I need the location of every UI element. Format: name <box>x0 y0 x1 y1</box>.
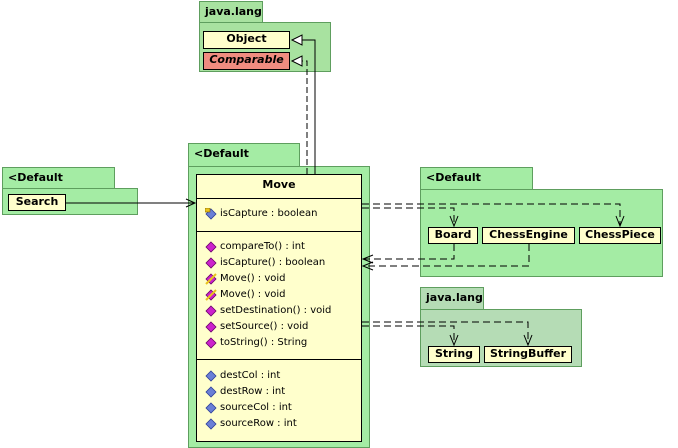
dependency-board-move <box>361 244 455 264</box>
method-label: isCapture() : boolean <box>220 257 326 268</box>
dependency-move-string <box>362 325 459 347</box>
field-icon <box>205 417 217 430</box>
field-label: destCol : int <box>220 370 281 381</box>
package-tab-java-lang-top: java.lang <box>199 1 263 22</box>
realization-move-comparable <box>290 55 308 174</box>
field-icon <box>205 401 217 414</box>
method-label: compareTo() : int <box>220 241 305 252</box>
method-label: setDestination() : void <box>220 305 332 316</box>
method-label: setSource() : void <box>220 321 309 332</box>
method-icon <box>205 240 217 253</box>
field-label: sourceRow : int <box>220 418 297 429</box>
dependency-move-stringbuffer <box>362 321 533 347</box>
method-icon <box>205 304 217 317</box>
constructor-move-2[interactable]: Move() : void <box>205 287 286 303</box>
method-icon <box>205 336 217 349</box>
class-board[interactable]: Board <box>428 227 478 244</box>
generalization-move-object <box>290 34 316 174</box>
attribute-icon <box>204 207 217 220</box>
method-label: Move() : void <box>220 273 286 284</box>
field-destcol[interactable]: destCol : int <box>205 368 280 384</box>
method-icon <box>205 256 217 269</box>
method-label: toString() : String <box>220 337 308 348</box>
constructor-icon <box>205 288 217 301</box>
class-chesspiece[interactable]: ChessPiece <box>579 227 661 244</box>
class-chessengine[interactable]: ChessEngine <box>482 227 575 244</box>
divider <box>197 359 361 360</box>
method-setdestination[interactable]: setDestination() : void <box>205 303 331 319</box>
class-search[interactable]: Search <box>8 194 66 211</box>
constructor-icon <box>205 272 217 285</box>
divider <box>197 198 361 199</box>
class-stringbuffer[interactable]: StringBuffer <box>484 346 572 363</box>
divider <box>197 231 361 232</box>
field-sourcecol[interactable]: sourceCol : int <box>205 400 292 416</box>
dependency-chessengine-move <box>361 244 530 271</box>
class-comparable[interactable]: Comparable <box>203 52 290 70</box>
class-move[interactable]: Move isCapture : boolean compareTo() : i… <box>196 174 362 442</box>
dependency-move-chesspiece <box>362 203 625 228</box>
field-icon <box>205 385 217 398</box>
field-sourcerow[interactable]: sourceRow : int <box>205 416 297 432</box>
method-setsource[interactable]: setSource() : void <box>205 319 308 335</box>
field-label: destRow : int <box>220 386 286 397</box>
class-object[interactable]: Object <box>203 31 290 49</box>
dependency-move-board <box>362 207 459 228</box>
field-label: sourceCol : int <box>220 402 292 413</box>
association-search-move <box>66 198 197 208</box>
field-icon <box>205 369 217 382</box>
attribute-iscapture[interactable]: isCapture : boolean <box>204 206 318 222</box>
method-label: Move() : void <box>220 289 286 300</box>
constructor-move-1[interactable]: Move() : void <box>205 271 286 287</box>
method-icon <box>205 320 217 333</box>
method-iscapture[interactable]: isCapture() : boolean <box>205 255 325 271</box>
method-tostring[interactable]: toString() : String <box>205 335 307 351</box>
method-compareto[interactable]: compareTo() : int <box>205 239 305 255</box>
field-destrow[interactable]: destRow : int <box>205 384 285 400</box>
class-move-title: Move <box>262 178 296 191</box>
package-tab-java-lang-bottom: java.lang <box>420 287 484 309</box>
attribute-label: isCapture : boolean <box>220 208 318 219</box>
class-string[interactable]: String <box>428 346 480 363</box>
